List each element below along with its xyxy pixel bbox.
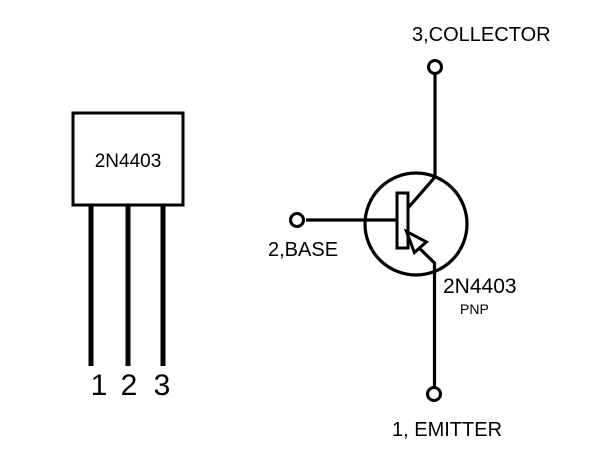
schematic-part-label: 2N4403 bbox=[443, 275, 517, 298]
pnp-emitter-arrow-icon bbox=[403, 228, 430, 256]
package-pin-1-number: 1 bbox=[90, 369, 108, 402]
emitter-terminal-circle bbox=[426, 386, 442, 402]
package-pin-2-number: 2 bbox=[120, 369, 138, 402]
package-part-label: 2N4403 bbox=[94, 151, 162, 172]
emitter-terminal-label: 1, EMITTER bbox=[392, 419, 503, 441]
package-body-outline bbox=[71, 111, 185, 207]
package-drawing bbox=[71, 111, 185, 366]
base-bar bbox=[395, 191, 410, 250]
package-pin-3-number: 3 bbox=[153, 369, 171, 402]
transistor-envelope-circle bbox=[363, 171, 469, 277]
collector-lead-line bbox=[406, 74, 437, 210]
transistor-type-label: PNP bbox=[460, 301, 489, 317]
schematic-symbol bbox=[289, 59, 469, 402]
base-terminal-label: 2,BASE bbox=[268, 239, 339, 261]
collector-terminal-label: 3,COLLECTOR bbox=[412, 24, 551, 46]
emitter-lead-line bbox=[406, 235, 437, 387]
base-terminal-circle bbox=[289, 212, 305, 228]
collector-terminal-circle bbox=[427, 59, 443, 75]
